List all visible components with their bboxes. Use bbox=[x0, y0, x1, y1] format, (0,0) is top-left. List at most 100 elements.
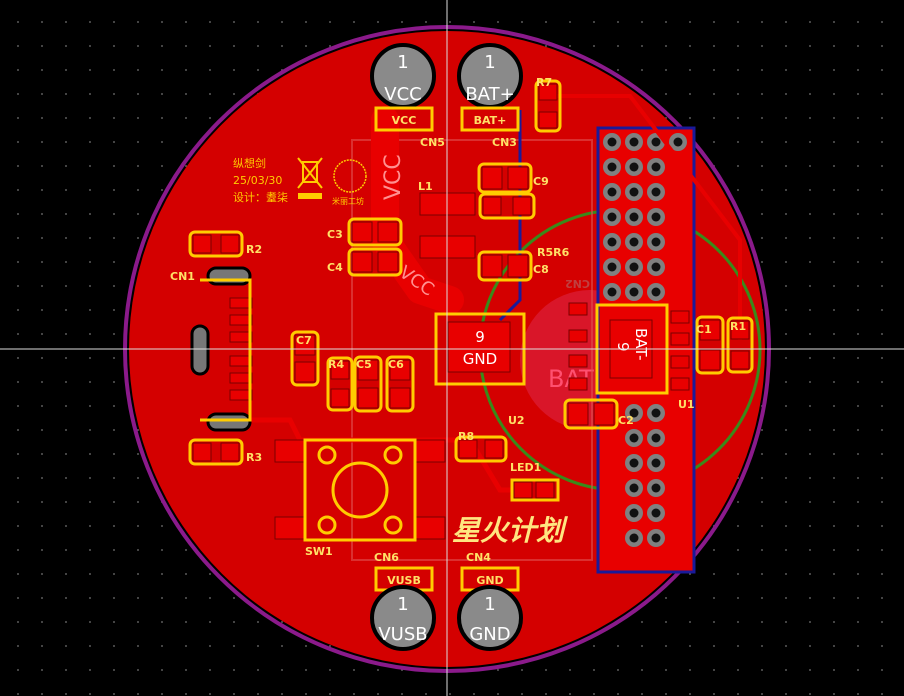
header-pin-hole bbox=[651, 408, 661, 418]
component-r2[interactable]: R2 bbox=[188, 230, 262, 258]
header-pin-hole bbox=[629, 433, 639, 443]
header-pin-hole bbox=[607, 162, 617, 172]
component-r4[interactable]: R4 bbox=[326, 356, 354, 412]
u1-ref: U1 bbox=[678, 398, 695, 411]
component-c9[interactable]: C9 bbox=[477, 162, 549, 194]
sw1-ref: SW1 bbox=[305, 545, 333, 558]
connector-cn3[interactable]: 1 BAT+ BAT+ CN3 bbox=[457, 43, 523, 149]
r3-ref: R3 bbox=[246, 451, 262, 464]
cn4-net: GND bbox=[469, 624, 510, 645]
c5-ref: C5 bbox=[356, 358, 372, 371]
header-pin-hole bbox=[651, 483, 661, 493]
cn3-ref: CN3 bbox=[492, 136, 517, 149]
header-pin-hole bbox=[629, 483, 639, 493]
header-pin-hole bbox=[651, 137, 661, 147]
cn4-silk: GND bbox=[476, 574, 503, 587]
ic-u1[interactable]: BAT- 9 U1 CN2 bbox=[565, 277, 695, 411]
component-c8[interactable]: C8 bbox=[477, 250, 549, 282]
header-pin-hole bbox=[629, 162, 639, 172]
component-c7[interactable]: C7 bbox=[290, 330, 320, 387]
header-pin-hole bbox=[629, 187, 639, 197]
header-pin-hole bbox=[673, 137, 683, 147]
cn6-net: VUSB bbox=[378, 624, 427, 645]
u1-pad-net: BAT- bbox=[632, 328, 650, 361]
logo-date: 25/03/30 bbox=[233, 174, 282, 187]
connector-cn5[interactable]: 1 VCC VCC CN5 bbox=[370, 43, 445, 149]
u2-pad-num: 9 bbox=[475, 328, 485, 346]
component-r8[interactable]: R8 bbox=[454, 430, 508, 463]
header-pin-hole bbox=[651, 187, 661, 197]
logo-line1: 纵想剑 bbox=[233, 156, 266, 170]
cn3-net: BAT+ bbox=[465, 84, 514, 105]
cn6-ref: CN6 bbox=[374, 551, 399, 564]
header-pin-hole bbox=[629, 262, 639, 272]
header-pin-hole bbox=[651, 262, 661, 272]
header-pin-hole bbox=[607, 287, 617, 297]
component-r3[interactable]: R3 bbox=[188, 438, 262, 466]
component-c3[interactable]: C3 bbox=[327, 217, 403, 247]
header-pin-hole bbox=[629, 237, 639, 247]
r4-ref: R4 bbox=[328, 358, 344, 371]
vcc-trace-label: VCC bbox=[381, 154, 406, 200]
header-pin-hole bbox=[651, 533, 661, 543]
switch-sw1[interactable]: SW1 bbox=[274, 438, 446, 558]
r5r6-ref: R5R6 bbox=[537, 246, 570, 259]
header-pin-hole bbox=[629, 212, 639, 222]
c7-ref: C7 bbox=[296, 334, 312, 347]
header-pin-hole bbox=[629, 287, 639, 297]
r1-ref: R1 bbox=[730, 320, 746, 333]
l1-ref: L1 bbox=[418, 180, 433, 193]
cn4-ref: CN4 bbox=[466, 551, 491, 564]
c4-ref: C4 bbox=[327, 261, 343, 274]
trace-r7-r1 bbox=[540, 94, 742, 340]
component-c5[interactable]: C5 bbox=[353, 355, 383, 413]
header-pin-hole bbox=[651, 508, 661, 518]
header-pin-hole bbox=[629, 458, 639, 468]
usb-connector-cn1[interactable]: CN1 bbox=[170, 266, 253, 432]
logo-designer: 设计：耋柒 bbox=[233, 191, 288, 204]
header-pin-hole bbox=[629, 508, 639, 518]
u1-pad-num: 9 bbox=[614, 342, 632, 352]
component-c2[interactable]: C2 bbox=[563, 398, 634, 430]
header-pin-hole bbox=[607, 262, 617, 272]
cn5-pin: 1 bbox=[397, 52, 408, 73]
c6-ref: C6 bbox=[388, 358, 404, 371]
component-c1[interactable]: C1 bbox=[695, 315, 725, 375]
cn5-ref: CN5 bbox=[420, 136, 445, 149]
component-r7[interactable]: R7 bbox=[534, 76, 562, 133]
studio-logo-icon bbox=[333, 159, 367, 193]
cn4-pin: 1 bbox=[484, 594, 495, 615]
header-pin-hole bbox=[607, 212, 617, 222]
u2-pad-net: GND bbox=[463, 350, 497, 368]
cn5-silk: VCC bbox=[392, 114, 417, 127]
cn6-silk: VUSB bbox=[387, 574, 421, 587]
c1-ref: C1 bbox=[696, 323, 712, 336]
connector-cn6[interactable]: VUSB CN6 1 VUSB bbox=[370, 551, 436, 651]
component-c4[interactable]: C4 bbox=[327, 247, 403, 277]
logo-studio: 米丽工坊 bbox=[332, 196, 364, 206]
component-r5r6[interactable]: R5R6 bbox=[478, 192, 570, 259]
led1-ref: LED1 bbox=[510, 461, 541, 474]
component-c6[interactable]: C6 bbox=[385, 355, 415, 413]
header-pin-hole bbox=[607, 237, 617, 247]
header-pins bbox=[603, 133, 687, 547]
connector-cn4[interactable]: GND CN4 1 GND bbox=[457, 551, 523, 651]
component-r1[interactable]: R1 bbox=[726, 316, 754, 374]
r7-ref: R7 bbox=[536, 76, 552, 89]
cn6-pin: 1 bbox=[397, 594, 408, 615]
cn2-ref: CN2 bbox=[565, 277, 590, 290]
c2-ref: C2 bbox=[618, 414, 634, 427]
ic-u2[interactable]: 9 GND U2 bbox=[434, 312, 526, 427]
brand-logo: 星火计划 bbox=[452, 514, 568, 547]
c8-ref: C8 bbox=[533, 263, 549, 276]
header-pin-hole bbox=[651, 212, 661, 222]
r2-ref: R2 bbox=[246, 243, 262, 256]
header-pin-hole bbox=[651, 162, 661, 172]
header-pin-hole bbox=[629, 533, 639, 543]
led-led1[interactable]: LED1 bbox=[510, 461, 560, 502]
cn3-pin: 1 bbox=[484, 52, 495, 73]
cn5-net: VCC bbox=[384, 84, 421, 105]
